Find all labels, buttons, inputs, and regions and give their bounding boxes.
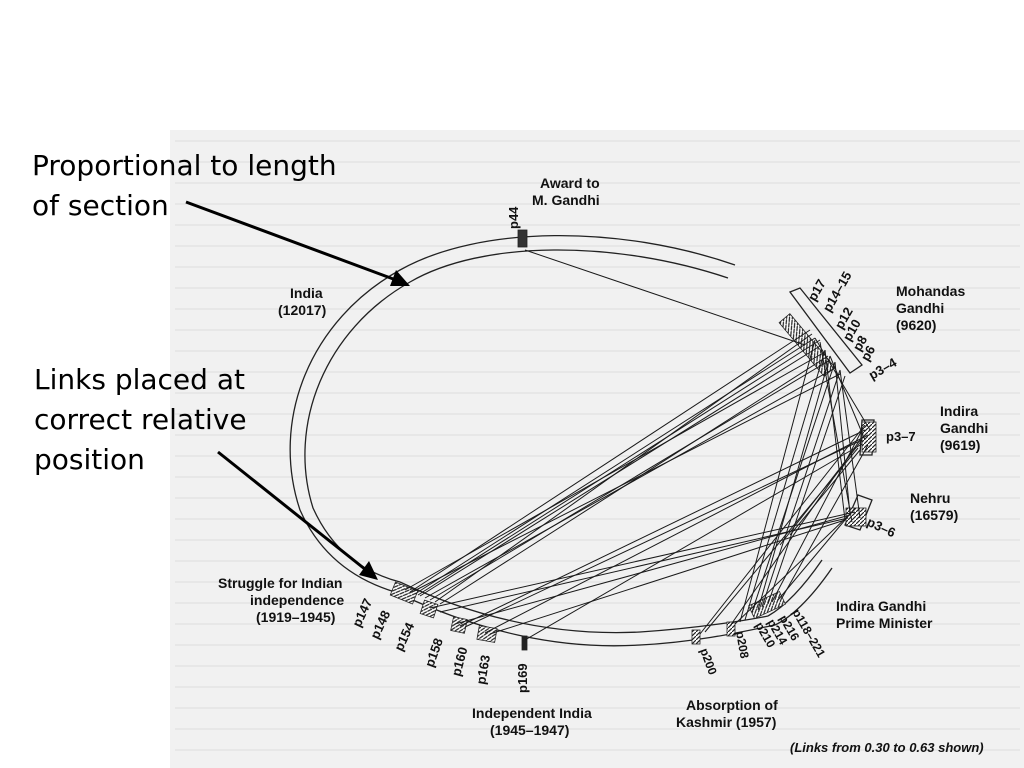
award-title: Award to: [540, 175, 600, 191]
ig-pm-line1: Indira Gandhi: [836, 598, 926, 614]
section-labels: Award to M. Gandhi India (12017) Mohanda…: [218, 175, 988, 738]
page-labels: p44 p17 p14–15 p12 p10 p8 p6 p3–4 p3–7 p…: [349, 206, 916, 693]
struggle-line3: (1919–1945): [256, 609, 335, 625]
anchor-p169: [521, 635, 528, 651]
links: [404, 249, 871, 641]
arrow-links-head: [359, 561, 378, 580]
page-p160: p160: [448, 645, 470, 678]
page-p3-7: p3–7: [886, 429, 916, 444]
indira-count: (9619): [940, 437, 980, 453]
anchor-p147-148: [389, 581, 419, 605]
arrow-proportional-head: [390, 270, 410, 286]
band-indira-gandhi: [859, 419, 875, 456]
page-p3-6: p3–6: [865, 514, 898, 540]
footnote: (Links from 0.30 to 0.63 shown): [790, 740, 984, 755]
kashmir-line2: Kashmir (1957): [676, 714, 776, 730]
anchor-p208: [726, 621, 736, 637]
india-name: India: [290, 285, 323, 301]
struggle-line1: Struggle for Indian: [218, 575, 342, 591]
anchor-regions: [389, 229, 877, 651]
callout-proportional: Proportional to length of section: [32, 149, 337, 222]
band-lower-outer: [394, 591, 776, 647]
band-mohandas-gandhi: [788, 287, 863, 374]
arrow-links: [217, 450, 367, 572]
page-p169: p169: [515, 663, 530, 693]
indira-name2: Gandhi: [940, 420, 988, 436]
indira-name1: Indira: [940, 403, 978, 419]
page-p6: p6: [858, 343, 879, 364]
struggle-line2: independence: [250, 592, 344, 608]
anchor-indira: [861, 421, 877, 453]
band-india-inner: [304, 249, 729, 583]
page-p44: p44: [506, 206, 521, 229]
band-india-outer: [289, 234, 736, 593]
page-p208: p208: [733, 630, 752, 660]
callout-links: Links placed at correct relative positio…: [34, 363, 247, 476]
arrow-proportional: [185, 200, 397, 282]
ig-pm-line2: Prime Minister: [836, 615, 933, 631]
award-name: M. Gandhi: [532, 192, 600, 208]
mohandas-name1: Mohandas: [896, 283, 965, 299]
page-p154: p154: [391, 619, 417, 653]
nehru-name: Nehru: [910, 490, 950, 506]
page-p14-15: p14–15: [820, 269, 855, 315]
section-bands: [289, 234, 875, 647]
mohandas-name2: Gandhi: [896, 300, 944, 316]
page-p200: p200: [697, 646, 720, 677]
page-p163: p163: [473, 654, 493, 686]
anchor-p154: [419, 599, 439, 619]
bleed-through-text: [175, 140, 1020, 760]
page-p8: p8: [850, 333, 871, 354]
page-p158: p158: [422, 636, 446, 669]
india-count: (12017): [278, 302, 326, 318]
annotation-arrows: [185, 200, 410, 580]
anchor-nehru: [845, 507, 867, 527]
band-lower-inner: [399, 581, 769, 634]
anchor-p160: [450, 616, 468, 634]
mohandas-count: (9620): [896, 317, 936, 333]
nehru-count: (16579): [910, 507, 958, 523]
band-ig-prime-minister-outer: [774, 567, 833, 626]
independent-line1: Independent India: [472, 705, 592, 721]
independent-line2: (1945–1947): [490, 722, 569, 738]
page-p148: p148: [367, 608, 393, 641]
band-ig-prime-minister-inner: [767, 559, 823, 617]
anchor-p200: [691, 629, 701, 645]
kashmir-line1: Absorption of: [686, 697, 778, 713]
anchor-p44: [517, 229, 528, 248]
